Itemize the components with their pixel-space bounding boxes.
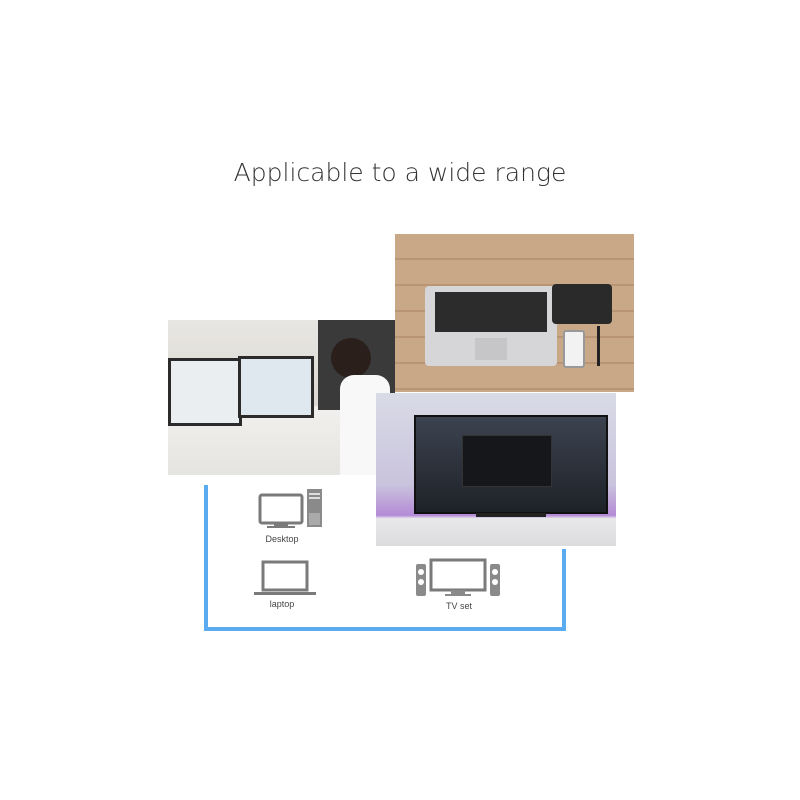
accent-line-left — [204, 485, 208, 631]
device-label-desktop: Desktop — [265, 534, 299, 544]
laptop-icon — [254, 560, 316, 595]
office-photo — [168, 320, 395, 475]
tv-icon — [416, 558, 500, 596]
device-label-tv: TV set — [445, 601, 472, 611]
desk-photo — [395, 234, 634, 392]
device-label-laptop: laptop — [269, 599, 295, 609]
accent-line-right — [562, 549, 566, 631]
page-title: Applicable to a wide range — [233, 158, 567, 187]
accent-line-bottom — [204, 627, 566, 631]
desktop-icon — [258, 489, 322, 528]
tv-photo — [376, 393, 616, 546]
